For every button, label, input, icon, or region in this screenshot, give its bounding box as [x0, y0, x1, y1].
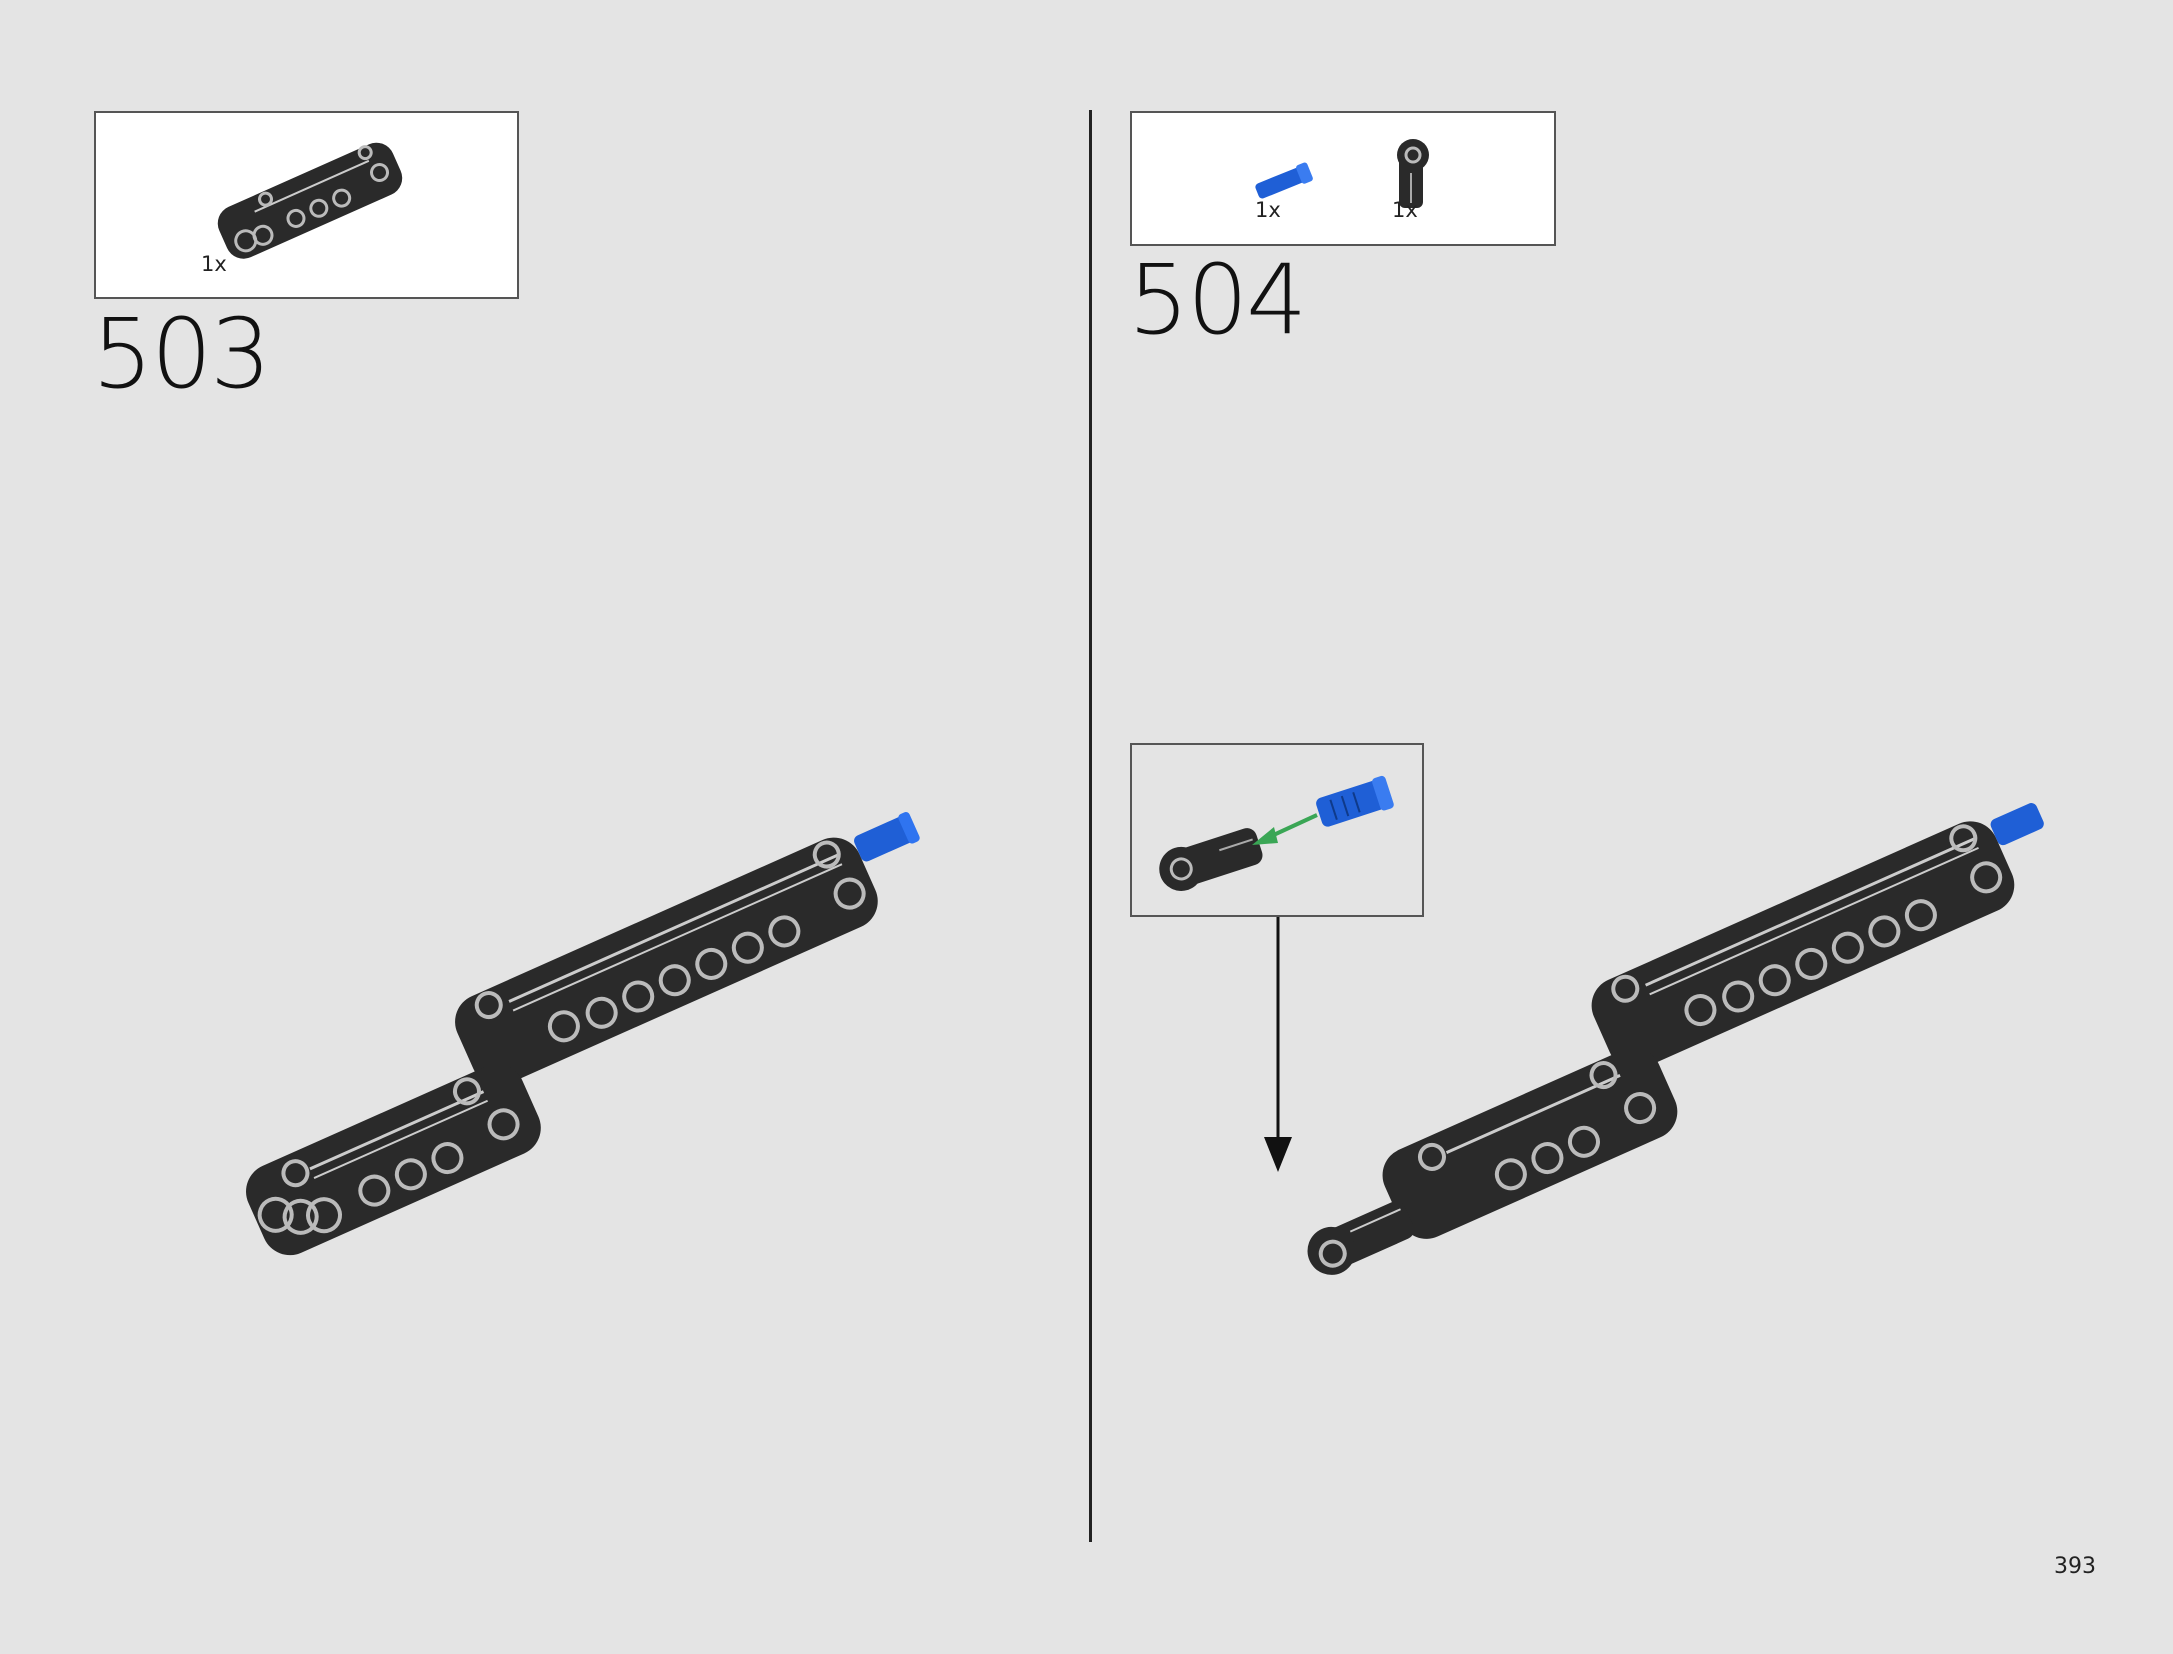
step-number: 503	[92, 298, 271, 410]
step-504-assembly	[1307, 803, 2044, 1275]
sub-assembly-callout	[1130, 743, 1424, 917]
black-pin-connector-icon	[1397, 139, 1429, 208]
black-technic-panel-icon	[217, 142, 403, 259]
blue-technic-pin-icon	[1255, 162, 1313, 199]
page-number: 393	[2054, 1554, 2096, 1579]
step-number: 504	[1128, 244, 1307, 356]
step-503-parts-box: 1x	[94, 111, 519, 299]
part-quantity: 1x	[1255, 198, 1281, 222]
blue-technic-pin-icon	[1316, 775, 1394, 827]
part-quantity: 1x	[201, 252, 227, 276]
page-divider	[1089, 110, 1092, 1542]
step-503-assembly	[246, 811, 920, 1256]
green-arrow-icon	[1252, 813, 1318, 845]
part-quantity: 1x	[1392, 198, 1418, 222]
sub-assembly-diagram	[1159, 775, 1394, 891]
placement-arrow-icon	[1264, 917, 1292, 1172]
step-504-parts-box: 1x 1x	[1130, 111, 1556, 246]
